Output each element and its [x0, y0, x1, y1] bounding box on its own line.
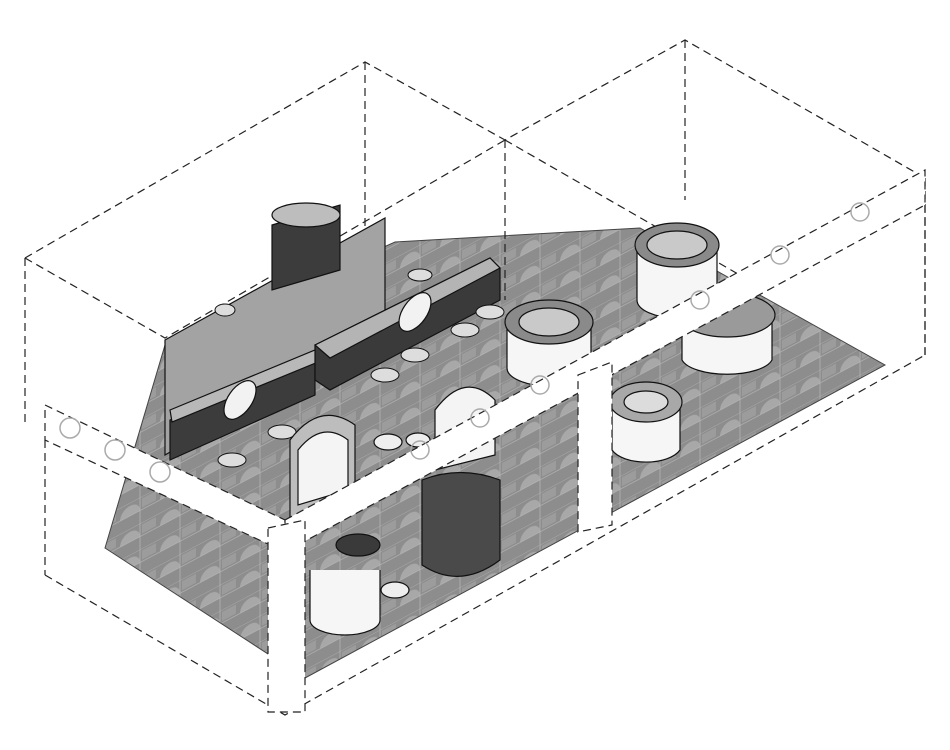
- front-structure: [44, 168, 926, 713]
- frieze-graphic: [59, 202, 870, 483]
- building-outline-front: [44, 205, 926, 575]
- counter-desk: [223, 257, 501, 420]
- chairs: [214, 268, 505, 468]
- building-outline-back: [24, 39, 926, 716]
